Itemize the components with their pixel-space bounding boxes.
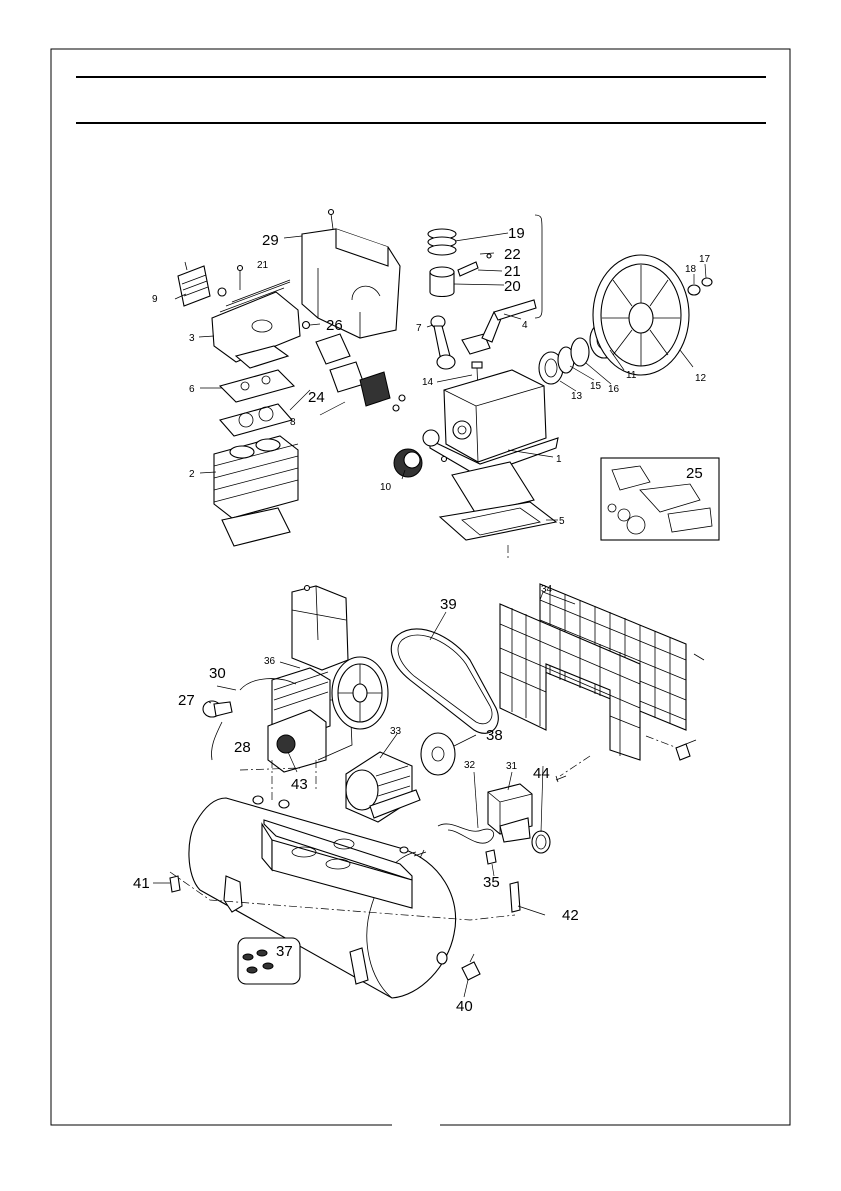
part-label-21a: 21 (257, 260, 269, 271)
part-label-8: 8 (290, 417, 296, 428)
part-label-44: 44 (533, 765, 550, 782)
belt-guard-cover-part (302, 210, 400, 339)
part-label-24: 24 (308, 389, 325, 406)
part-label-28: 28 (234, 739, 251, 756)
part-label-33: 33 (390, 726, 402, 737)
flywheel-part (593, 255, 689, 375)
oil-sight-part (394, 449, 422, 477)
air-filter-part (316, 334, 405, 411)
footer-gap (392, 1117, 440, 1131)
belt-guard-assembly-part (292, 585, 348, 670)
connector-pipe-part (510, 882, 520, 912)
guard-grid-part (500, 584, 686, 760)
crankcase-part (430, 370, 558, 476)
head-cover-part (178, 262, 226, 306)
part-label-15: 15 (590, 381, 602, 392)
drain-valve-part (462, 954, 480, 980)
part-label-39: 39 (440, 596, 457, 613)
part-label-19: 19 (508, 225, 525, 242)
part-label-41: 41 (133, 875, 150, 892)
cylinder-gasket-part (220, 404, 292, 436)
connecting-rod-part (431, 316, 455, 369)
part-label-36: 36 (264, 656, 276, 667)
part-label-13: 13 (571, 391, 583, 402)
part-label-20: 20 (504, 278, 521, 295)
part-label-14: 14 (422, 377, 434, 388)
crankcase-base-part (440, 462, 556, 540)
part-label-32: 32 (464, 760, 476, 771)
part-label-10: 10 (380, 482, 392, 493)
part-label-40: 40 (456, 998, 473, 1015)
part-label-12: 12 (695, 373, 707, 384)
part-label-35: 35 (483, 874, 500, 891)
pressure-switch-part (488, 784, 532, 842)
motor-pulley-part (421, 733, 455, 775)
part-label-9: 9 (152, 294, 158, 305)
part-label-17: 17 (699, 254, 711, 265)
check-valve-part (203, 701, 232, 717)
part-label-25: 25 (686, 465, 703, 482)
part-label-30: 30 (209, 665, 226, 682)
oil-seal-part (423, 430, 439, 446)
part-label-31: 31 (506, 761, 518, 772)
part-label-16: 16 (608, 384, 620, 395)
part-label-38: 38 (486, 727, 503, 744)
part-label-3: 3 (189, 333, 195, 344)
part-label-18: 18 (685, 264, 697, 275)
part-label-2: 2 (189, 469, 195, 480)
pump-assembly-part (268, 668, 330, 772)
part-label-11: 11 (626, 370, 637, 381)
part-label-4: 4 (522, 320, 528, 331)
part-label-26: 26 (326, 317, 343, 334)
power-cable-part (438, 824, 494, 843)
part-label-1: 1 (556, 454, 562, 465)
part-label-22: 22 (504, 246, 521, 263)
part-label-42: 42 (562, 907, 579, 924)
safety-valve-part (486, 850, 496, 864)
part-label-29: 29 (262, 232, 279, 249)
piston-group-part (428, 229, 491, 297)
part-label-34: 34 (541, 584, 553, 595)
pressure-gauge-part (532, 831, 550, 853)
cylinder-block-part (214, 436, 298, 518)
fitting-part (170, 876, 180, 892)
part-label-5: 5 (559, 516, 565, 527)
part-label-27: 27 (178, 692, 195, 709)
part-label-37: 37 (276, 943, 293, 960)
part-label-43: 43 (291, 776, 308, 793)
drive-belt-part (391, 629, 498, 733)
part-label-7: 7 (416, 323, 422, 334)
pulley-lower-part (332, 657, 388, 729)
electric-motor-part (346, 752, 420, 822)
part-label-6: 6 (189, 384, 195, 395)
air-tank-part (189, 796, 456, 998)
